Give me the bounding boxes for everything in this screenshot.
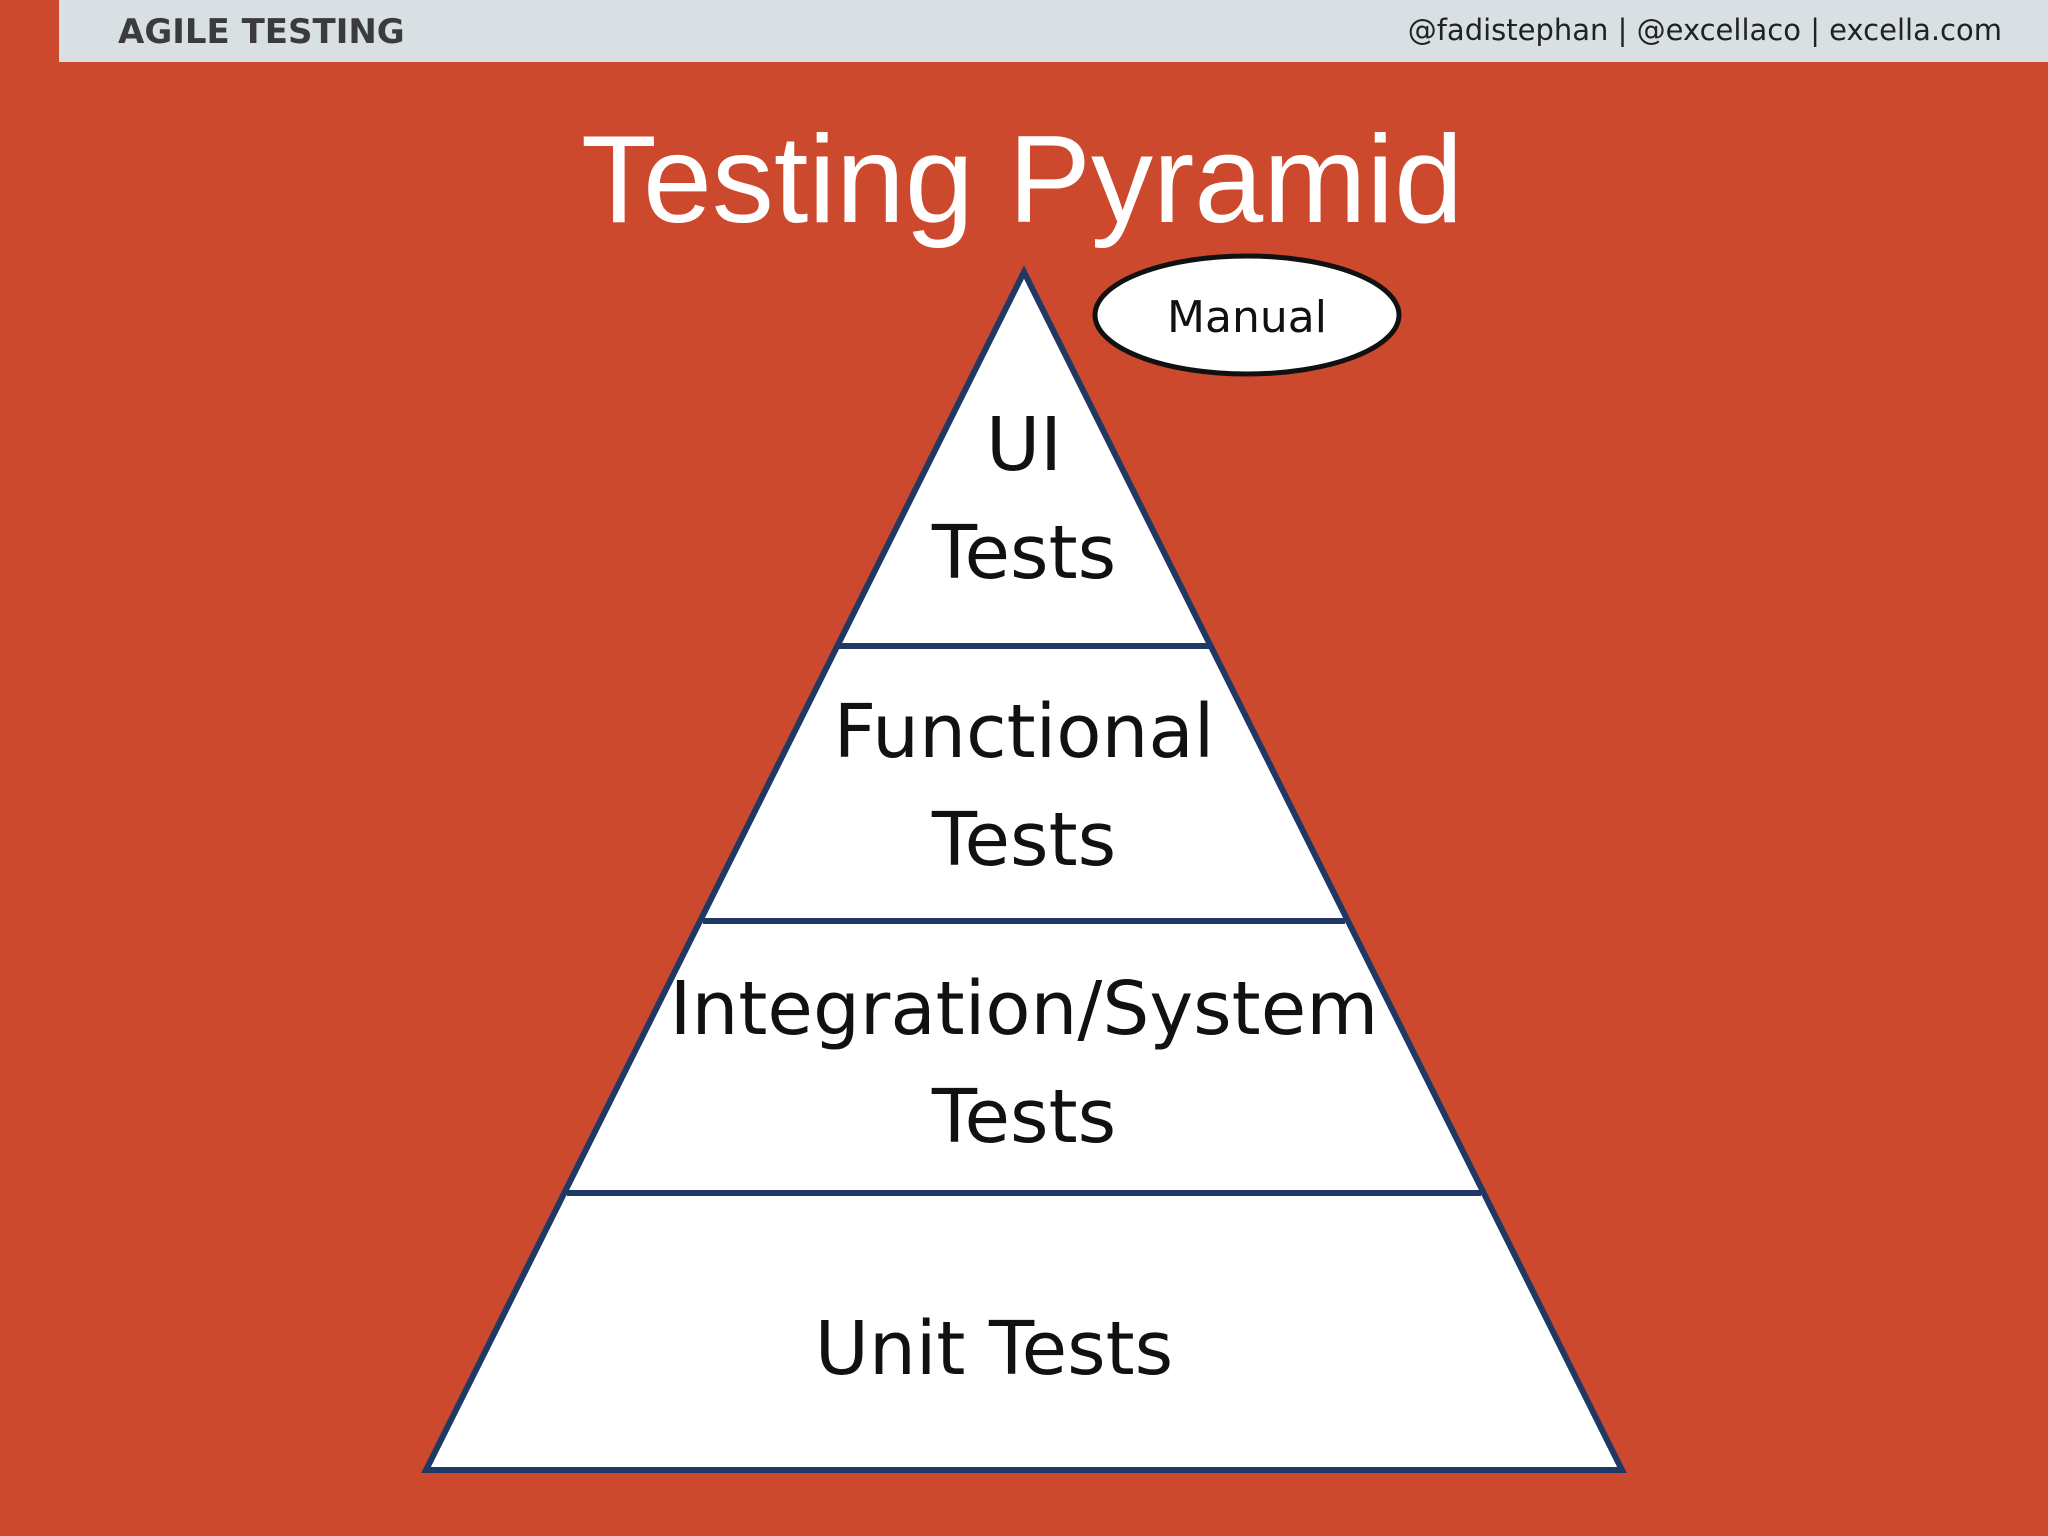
tier-integration-line2: Tests — [931, 1074, 1116, 1160]
header-credits: @fadistephan | @excellaco | excella.com — [1407, 13, 2002, 47]
tier-ui-line1: UI — [986, 402, 1062, 488]
tier-ui-line2: Tests — [931, 510, 1116, 596]
tier-integration-line1: Integration/System — [670, 966, 1379, 1052]
tier-functional-line1: Functional — [834, 689, 1215, 775]
manual-label: Manual — [1167, 292, 1327, 343]
section-title: AGILE TESTING — [118, 12, 405, 52]
pyramid-shape — [421, 265, 1627, 1473]
tier-functional-line2: Tests — [931, 797, 1116, 883]
slide-title: Testing Pyramid — [0, 118, 2048, 242]
header-bar: AGILE TESTING @fadistephan | @excellaco … — [59, 0, 2048, 62]
manual-callout — [1092, 253, 1402, 377]
tier-unit-label: Unit Tests — [815, 1306, 1173, 1392]
slide-title-text: Testing Pyramid — [580, 111, 1464, 249]
